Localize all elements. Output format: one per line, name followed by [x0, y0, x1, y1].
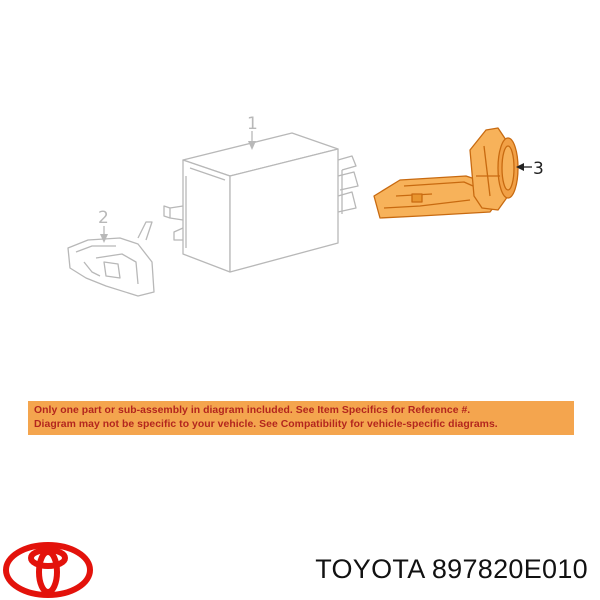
callout-label-2: 2 — [98, 208, 109, 228]
disclaimer-line-2: Diagram may not be specific to your vehi… — [34, 419, 498, 430]
brand-name: TOYOTA — [315, 554, 425, 584]
toyota-logo-icon — [3, 542, 93, 598]
part-caption: TOYOTA 897820E010 — [315, 554, 588, 585]
part-2-bracket — [67, 221, 155, 297]
callout-arrow-1 — [248, 141, 256, 150]
callout-label-3: 3 — [533, 159, 544, 179]
disclaimer-banner: Only one part or sub-assembly in diagram… — [28, 401, 574, 435]
callout-label-1: 1 — [247, 114, 258, 134]
part-1-control-module — [163, 132, 359, 273]
callout-arrow-3 — [516, 163, 524, 171]
callout-arrow-2 — [100, 234, 108, 243]
part-number: 897820E010 — [431, 554, 588, 584]
part-3-highlighted-part — [373, 127, 519, 219]
disclaimer-line-1: Only one part or sub-assembly in diagram… — [34, 405, 471, 416]
